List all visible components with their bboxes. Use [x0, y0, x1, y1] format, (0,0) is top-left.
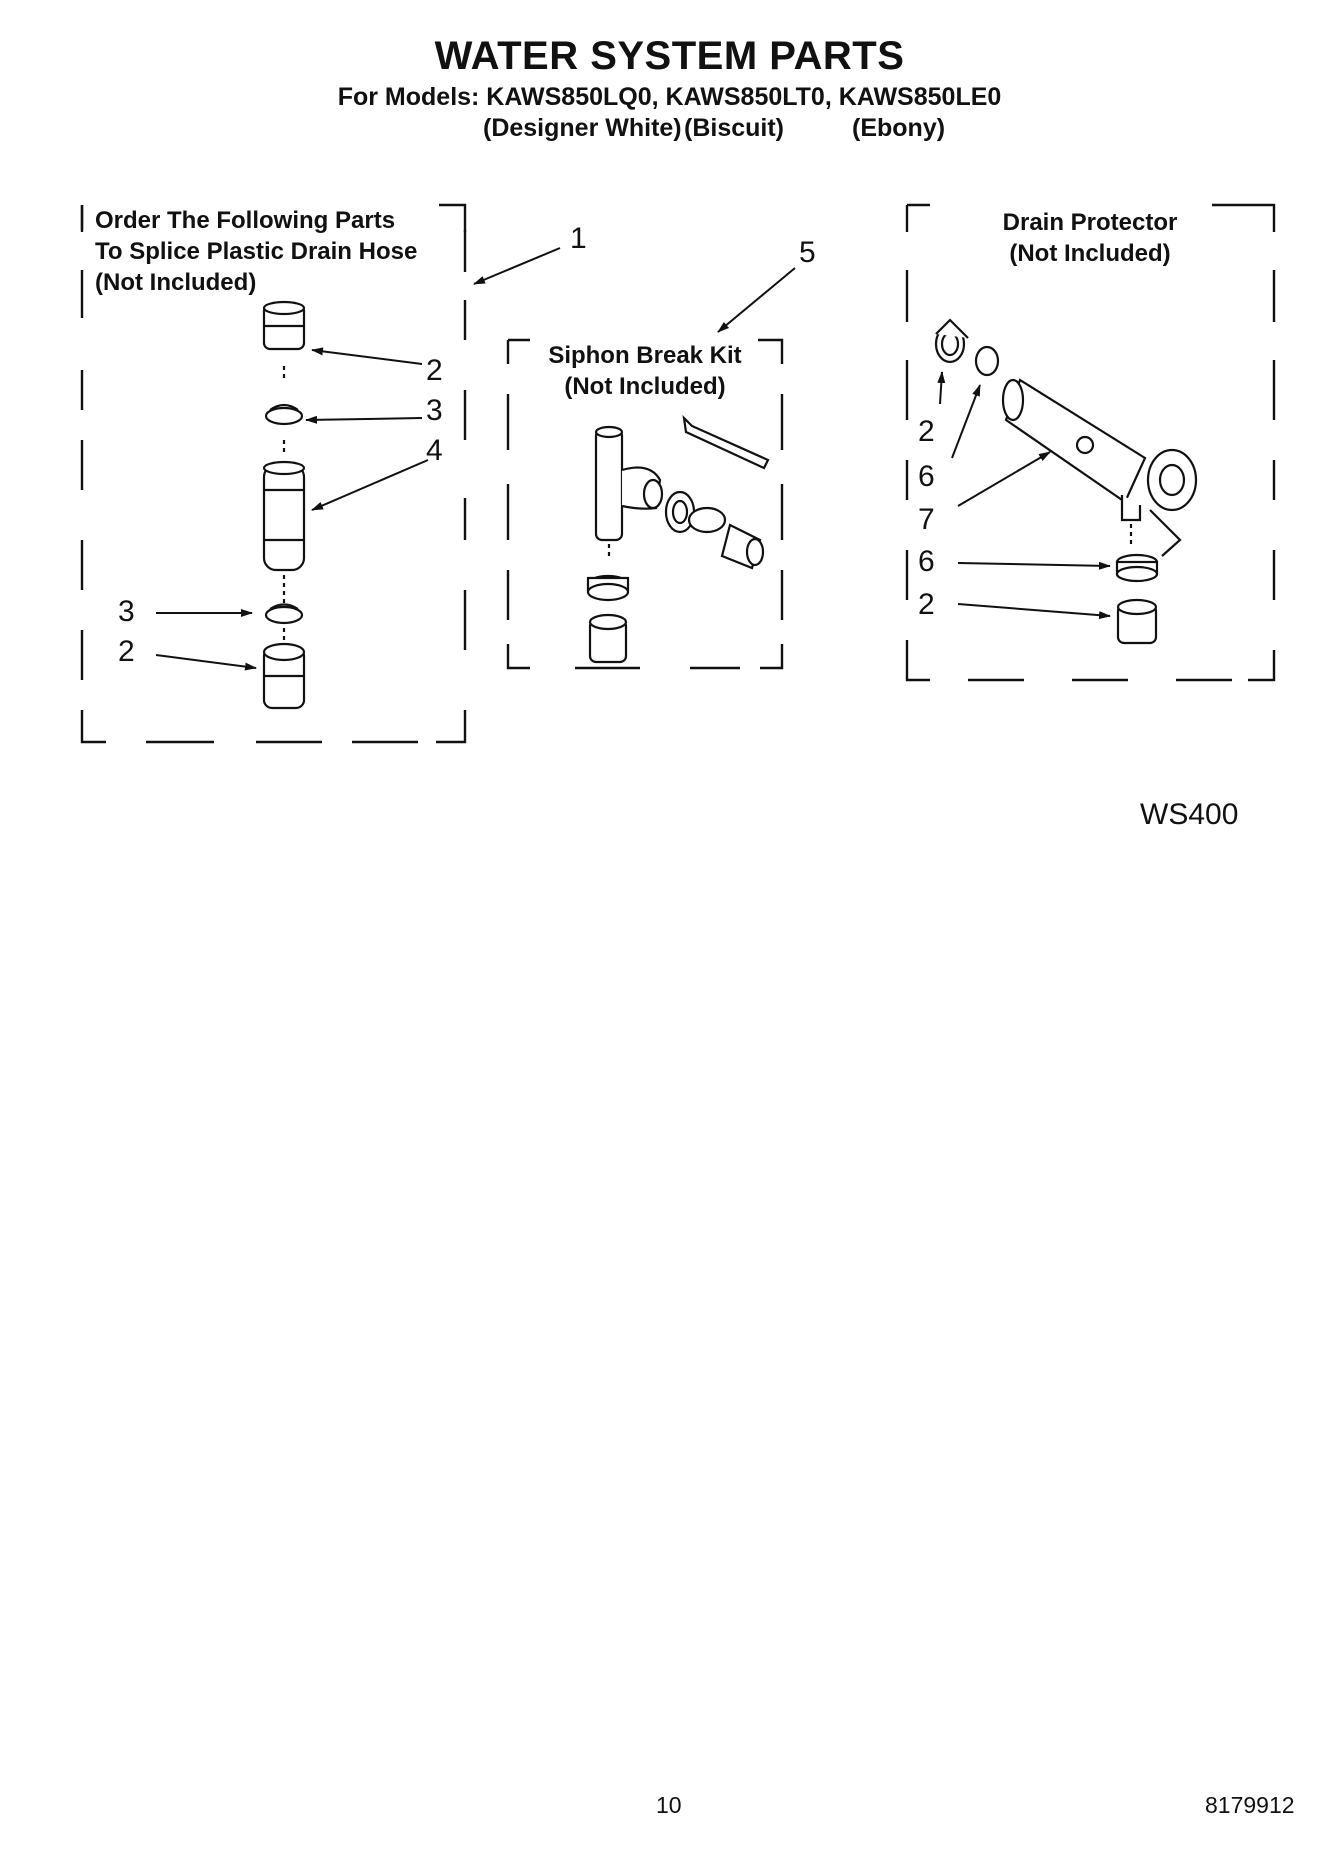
- splice-heading-line-1: Order The Following Parts: [95, 207, 396, 234]
- models-line: For Models: KAWS850LQ0, KAWS850LT0, KAWS…: [337, 83, 1002, 111]
- siphon-kit-heading: Siphon Break Kit (Not Included): [520, 340, 770, 402]
- diagram-code: WS400: [1140, 798, 1239, 831]
- callout-left-4: 4: [426, 434, 443, 467]
- siphon-heading-line-1: Siphon Break Kit: [548, 342, 742, 369]
- callout-right-6b: 6: [918, 545, 935, 578]
- dp-ring-bottom: [1115, 553, 1159, 583]
- page-title: WATER SYSTEM PARTS: [434, 34, 905, 78]
- hose-connector-top: [262, 300, 306, 351]
- splice-frame: [80, 205, 465, 742]
- dp-body: [1001, 378, 1198, 557]
- callout-right-2a: 2: [918, 415, 935, 448]
- callout-left-3b: 3: [118, 595, 135, 628]
- siphon-side-connector: [720, 523, 765, 570]
- siphon-heading-line-2: (Not Included): [564, 373, 726, 400]
- drain-heading-line-1: Drain Protector: [1002, 209, 1178, 236]
- siphon-frame: [506, 338, 784, 670]
- siphon-side-ring: [664, 490, 696, 534]
- drain-heading-line-2: (Not Included): [1009, 240, 1171, 267]
- siphon-side-clamp: [687, 506, 727, 534]
- drain-protector-parts: [934, 318, 1198, 645]
- splice-heading-line-3: (Not Included): [95, 269, 257, 296]
- hose-connector-bottom: [262, 642, 306, 710]
- dp-ring-top: [974, 345, 1000, 377]
- drain-protector-frame: [905, 203, 1276, 682]
- callout-1: 1: [570, 222, 587, 255]
- dp-connector-bottom: [1116, 598, 1158, 645]
- siphon-clamp: [586, 574, 630, 602]
- drain-protector-heading: Drain Protector (Not Included): [940, 207, 1240, 269]
- callout-left-3a: 3: [426, 394, 443, 427]
- callout-right-6a: 6: [918, 460, 935, 493]
- cable-tie: [682, 414, 770, 470]
- page-number: 10: [656, 1792, 682, 1818]
- callout-5: 5: [799, 236, 816, 269]
- callout-left-2a: 2: [426, 354, 443, 387]
- splice-parts: [262, 300, 306, 710]
- siphon-connector: [588, 613, 628, 664]
- callout-left-2b: 2: [118, 635, 135, 668]
- dp-connector-top: [934, 318, 969, 364]
- splice-kit-heading: Order The Following Parts To Splice Plas…: [95, 205, 417, 298]
- clamp-bottom: [264, 603, 304, 625]
- callout-right-7: 7: [918, 503, 935, 536]
- variant-biscuit: (Biscuit): [684, 114, 784, 142]
- siphon-tee: [594, 425, 664, 542]
- callout-right-2b: 2: [918, 588, 935, 621]
- document-number: 8179912: [1205, 1792, 1295, 1818]
- hose-coupling: [262, 460, 306, 572]
- leader-arrows: [155, 247, 1111, 671]
- clamp-top: [264, 403, 304, 426]
- variant-designer-white: (Designer White): [483, 114, 682, 142]
- splice-heading-line-2: To Splice Plastic Drain Hose: [95, 238, 418, 265]
- variant-ebony: (Ebony): [852, 114, 946, 142]
- siphon-parts: [586, 414, 770, 664]
